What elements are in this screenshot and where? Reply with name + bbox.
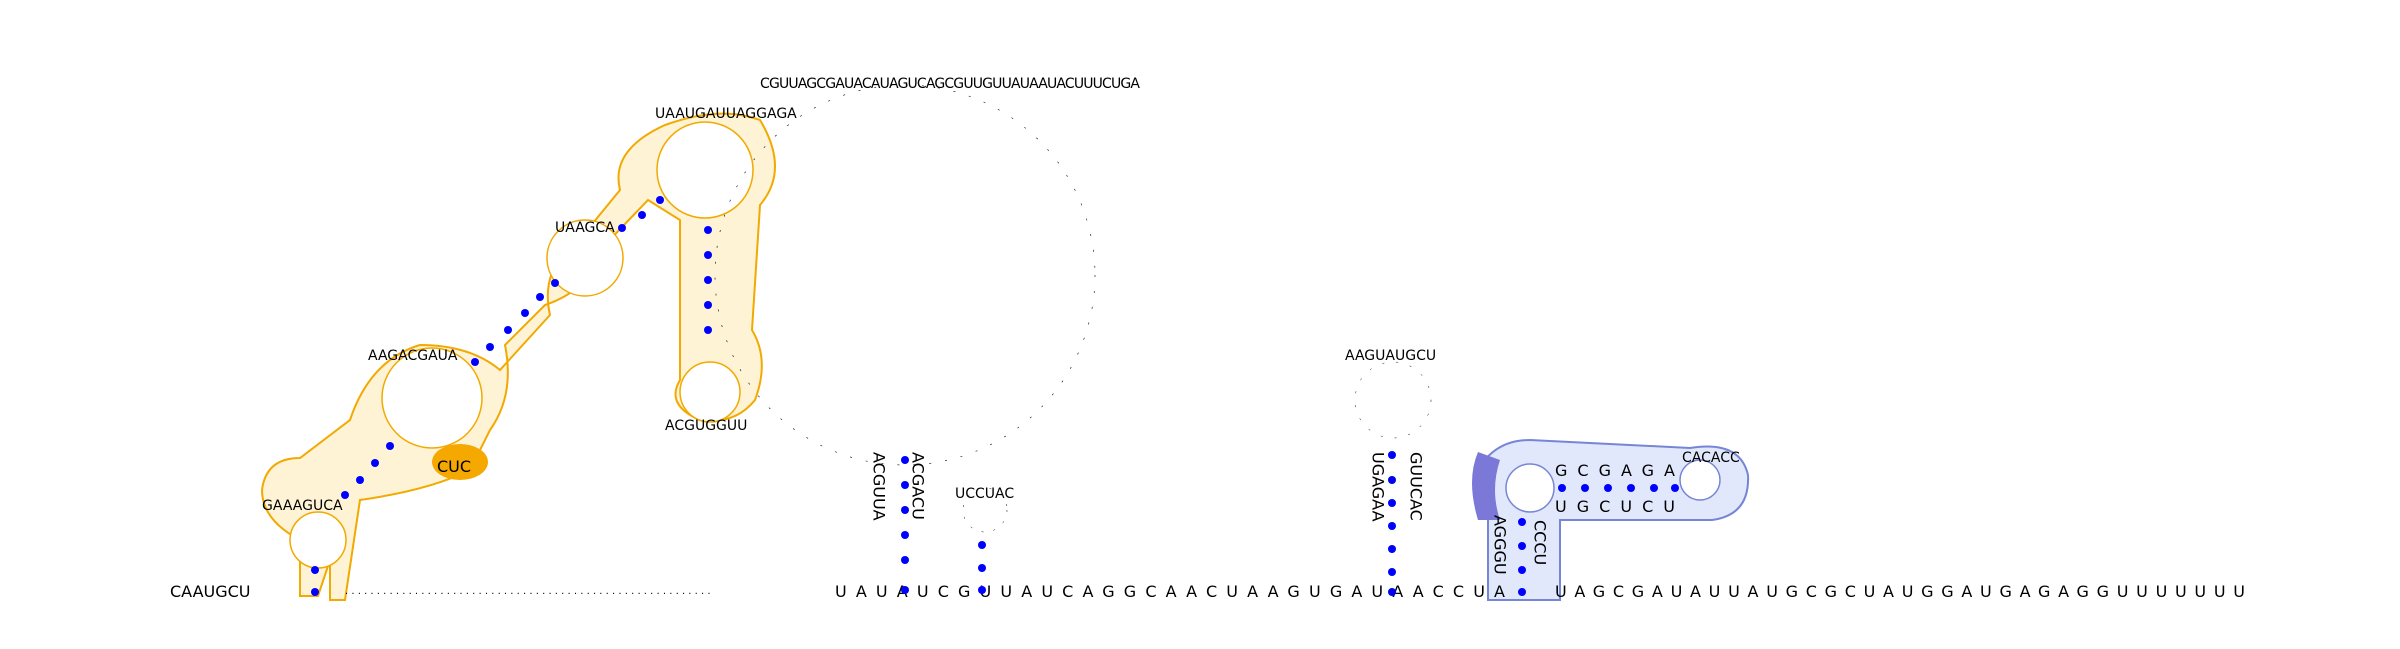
pair-dot — [341, 491, 349, 499]
small-hairpin-loop-label: UCCUAC — [955, 486, 1014, 502]
pair-dot — [1650, 484, 1658, 492]
left-internal-loop-label: AAGACGAUA — [368, 348, 458, 364]
orange-cuc-label: CUC — [437, 457, 471, 476]
small-hairpin-loop-ring — [962, 487, 1008, 533]
orange-strong-segment — [432, 444, 488, 480]
right-stem-right: GUUCAC — [1407, 452, 1426, 521]
backbone-line: CAAUGCU · · · · · · · · · · · · · · · · … — [170, 582, 2245, 601]
pair-dot — [1627, 484, 1635, 492]
pair-dot — [901, 556, 909, 564]
pair-dot — [1388, 476, 1396, 484]
pair-dot — [504, 326, 512, 334]
pair-dot — [1518, 542, 1526, 550]
blue-stem-left: AGGGU — [1491, 515, 1510, 575]
pair-dot — [901, 481, 909, 489]
pair-dot — [656, 196, 664, 204]
pair-dot — [704, 251, 712, 259]
pair-dot — [1518, 566, 1526, 574]
pair-dots — [311, 196, 1679, 596]
backbone-tail: UAGCGAUAUUAUGCGCUAUGGAUGAGAGGUUUUUUU — [1555, 582, 2245, 601]
pair-dot — [536, 293, 544, 301]
left-bottom-loop-label: ACGUGGUU — [665, 418, 747, 434]
pair-dot — [1518, 518, 1526, 526]
middle-stem-right: ACGACU — [909, 452, 928, 520]
orange-loop-1 — [289, 511, 347, 569]
blue-loop-inner — [1505, 463, 1555, 513]
pair-dot — [901, 506, 909, 514]
pair-dot — [521, 309, 529, 317]
pair-dot — [1581, 484, 1589, 492]
blue-stem-right: CCCU — [1531, 520, 1550, 565]
large-loop-sequence: CGUUAGCGAUACAUAGUCAGCGUUGUUAUAAUACUUUCUG… — [760, 76, 1140, 92]
pair-dot — [356, 476, 364, 484]
orange-loop-4 — [656, 121, 754, 219]
left-upper-loop-label: UAAGCA — [555, 220, 615, 236]
pair-dot — [704, 276, 712, 284]
backbone-middle: UAUAUCGUUAUCAGGCAACUAAGUGAUAACCUA — [835, 582, 1505, 601]
pair-dot — [1388, 588, 1396, 596]
pair-dot — [704, 326, 712, 334]
pair-dot — [1388, 451, 1396, 459]
pair-dot — [1388, 522, 1396, 530]
left-hairpin-loop-label: GAAAGUCA — [262, 498, 343, 514]
blue-strong-segment — [1472, 452, 1500, 520]
pair-dot — [386, 442, 394, 450]
blue-highlight-region — [1472, 438, 1750, 601]
stems: ACGUUA ACGACU UGAGAA GUUCAC AGGGU CCCU G… — [870, 450, 1740, 575]
pair-dot — [1671, 484, 1679, 492]
pair-dot — [1558, 484, 1566, 492]
orange-highlight-region — [260, 112, 776, 601]
middle-stem-left: ACGUUA — [870, 452, 889, 521]
blue-loop-right — [1679, 459, 1721, 501]
pair-dot — [978, 541, 986, 549]
right-stem-left: UGAGAA — [1369, 452, 1388, 522]
orange-loop-5 — [679, 361, 741, 423]
pair-dot — [704, 301, 712, 309]
pair-dot — [471, 358, 479, 366]
pair-dot — [901, 531, 909, 539]
pair-dot — [311, 588, 319, 596]
pair-dot — [371, 459, 379, 467]
orange-loop-2 — [381, 347, 483, 449]
large-multiloop — [714, 84, 1096, 466]
orange-loop-3 — [546, 219, 624, 297]
pair-dot — [704, 226, 712, 234]
blue-loop-label: CACACC — [1682, 450, 1740, 466]
right-hairpin-loop-ring — [1354, 361, 1432, 439]
pair-dot — [638, 211, 646, 219]
orange-domain-outline — [260, 112, 776, 601]
pair-dot — [551, 279, 559, 287]
pair-dot — [486, 343, 494, 351]
pair-dot — [978, 586, 986, 594]
pair-dot — [978, 564, 986, 572]
pair-dot — [1604, 484, 1612, 492]
backbone-gap: · · · · · · · · · · · · · · · · · · · · … — [345, 589, 711, 600]
left-top-loop-label: UAAUGAUUAGGAGA — [655, 106, 797, 122]
large-loop-circle — [714, 84, 1096, 466]
pair-dot — [901, 456, 909, 464]
pair-dot — [1388, 568, 1396, 576]
pair-dot — [618, 224, 626, 232]
backbone-prefix: CAAUGCU — [170, 582, 251, 601]
pair-dot — [1388, 499, 1396, 507]
right-hairpin-loop-label: AAGUAUGCU — [1345, 348, 1436, 364]
pair-dot — [1518, 588, 1526, 596]
pair-dot — [1388, 545, 1396, 553]
pair-dot — [311, 566, 319, 574]
pair-dot — [901, 586, 909, 594]
